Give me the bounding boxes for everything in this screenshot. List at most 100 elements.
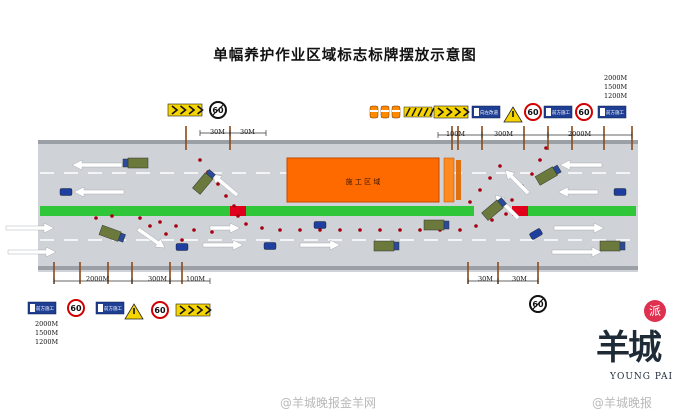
info-sign-icon bbox=[30, 304, 35, 312]
truck-cab bbox=[117, 232, 126, 243]
dim-label-top-right-2000: 2000M bbox=[568, 130, 592, 138]
cone bbox=[164, 232, 168, 236]
info-sign-text: 前方施工 bbox=[606, 109, 624, 116]
cone bbox=[148, 224, 152, 228]
chevron-mark bbox=[197, 105, 204, 115]
info-sign-text: 前方施工 bbox=[104, 305, 122, 312]
truck bbox=[481, 197, 507, 221]
cone bbox=[510, 198, 514, 202]
lane-arrow bbox=[551, 246, 603, 258]
cone bbox=[378, 228, 382, 232]
cone bbox=[174, 224, 178, 228]
road-edge-bottom bbox=[38, 266, 638, 270]
cone bbox=[338, 228, 342, 232]
dim-label-top-right-300: 300M bbox=[494, 130, 514, 138]
cone bbox=[198, 158, 202, 162]
barrier-stripe bbox=[405, 107, 411, 117]
median-left bbox=[40, 206, 230, 216]
diagonal-arrow bbox=[211, 173, 239, 198]
dimension-lines bbox=[53, 130, 633, 284]
cone bbox=[210, 230, 214, 234]
dim-label-bottom-right-30a: 30M bbox=[478, 275, 493, 283]
cone bbox=[398, 228, 402, 232]
warning-mark bbox=[512, 111, 514, 117]
cone bbox=[138, 216, 142, 220]
dim-label-bottom-left-100: 100M bbox=[186, 275, 206, 283]
truck bbox=[373, 240, 400, 252]
speed-limit-sign bbox=[67, 299, 85, 317]
distance-stack-top-2: 1500M bbox=[604, 83, 628, 91]
chevron-mark bbox=[180, 105, 187, 115]
car bbox=[613, 188, 627, 196]
truck bbox=[534, 164, 562, 186]
speed-limit-sign bbox=[575, 103, 593, 121]
car bbox=[529, 228, 543, 240]
diagram-title: 单幅养护作业区域标志标牌摆放示意图 bbox=[213, 48, 477, 64]
cone bbox=[504, 212, 508, 216]
cone bbox=[544, 146, 548, 150]
cone bbox=[318, 228, 322, 232]
dim-label-top-right-100: 100M bbox=[446, 130, 466, 138]
speed-limit-value: 60 bbox=[578, 108, 590, 117]
speed-limit-value: 60 bbox=[70, 304, 82, 313]
distance-stack-bottom-1: 2000M bbox=[35, 320, 59, 328]
car bbox=[59, 188, 73, 196]
cone bbox=[192, 228, 196, 232]
work-zone bbox=[286, 157, 440, 203]
car bbox=[175, 243, 189, 251]
barrel-stripe bbox=[381, 110, 389, 112]
distance-stack-top-3: 1200M bbox=[604, 92, 628, 100]
cone bbox=[110, 214, 114, 218]
diagonal-arrow-shape bbox=[136, 227, 166, 249]
distance-stack-bottom-3: 1200M bbox=[35, 338, 59, 346]
cone bbox=[224, 194, 228, 198]
lane-arrow bbox=[209, 222, 241, 234]
barrier-stripe bbox=[429, 107, 435, 117]
truck bbox=[122, 157, 149, 169]
brand-logo: 羊城 bbox=[596, 328, 662, 368]
sign-posts bbox=[53, 126, 633, 284]
diagonal-arrow-shape bbox=[211, 173, 239, 198]
truck-body bbox=[127, 157, 149, 169]
watermark-left: @羊城晚报金羊网 bbox=[280, 396, 377, 410]
brand-subtitle: YOUNG PAI bbox=[610, 372, 674, 382]
cone bbox=[232, 204, 236, 208]
speed-limit-strike bbox=[531, 297, 545, 311]
chevron-mark bbox=[188, 305, 195, 315]
dim-label-top-left-30a: 30M bbox=[210, 128, 225, 136]
truck-cab bbox=[443, 220, 450, 230]
distance-stack-bottom-2: 1500M bbox=[35, 329, 59, 337]
truck bbox=[98, 224, 126, 243]
diagonal-arrow bbox=[136, 227, 166, 249]
chevron-mark bbox=[188, 105, 196, 115]
lane-arrow bbox=[7, 246, 57, 258]
cone bbox=[498, 164, 502, 168]
distance-stack-top: 2000M 1500M 1200M bbox=[604, 74, 644, 101]
chevron-mark bbox=[446, 107, 453, 117]
brand-badge: 派 bbox=[644, 300, 666, 322]
cone bbox=[490, 218, 494, 222]
cone bbox=[488, 176, 492, 180]
barrier-stripe bbox=[411, 107, 417, 117]
speed-limit-value: 60 bbox=[527, 108, 539, 117]
lane-arrows bbox=[5, 159, 605, 258]
lane-arrow bbox=[299, 239, 341, 251]
cone bbox=[94, 216, 98, 220]
cone bbox=[298, 228, 302, 232]
car-body bbox=[59, 188, 73, 196]
cone bbox=[158, 220, 162, 224]
info-sign-icon bbox=[546, 108, 551, 116]
dim-label-bottom-left-300: 300M bbox=[148, 275, 168, 283]
cone bbox=[236, 214, 240, 218]
truck-cab bbox=[205, 169, 216, 179]
cone bbox=[458, 228, 462, 232]
distance-stack-bottom: 2000M 1500M 1200M bbox=[35, 320, 75, 347]
chevron-mark bbox=[463, 107, 470, 117]
median-right bbox=[528, 206, 636, 216]
truck bbox=[192, 169, 216, 195]
truck-cab bbox=[497, 197, 507, 208]
lane-arrow bbox=[202, 239, 244, 251]
vehicles bbox=[59, 157, 627, 252]
median-gap-right bbox=[512, 206, 528, 216]
dim-label-bottom-right-30b: 30M bbox=[512, 275, 527, 283]
